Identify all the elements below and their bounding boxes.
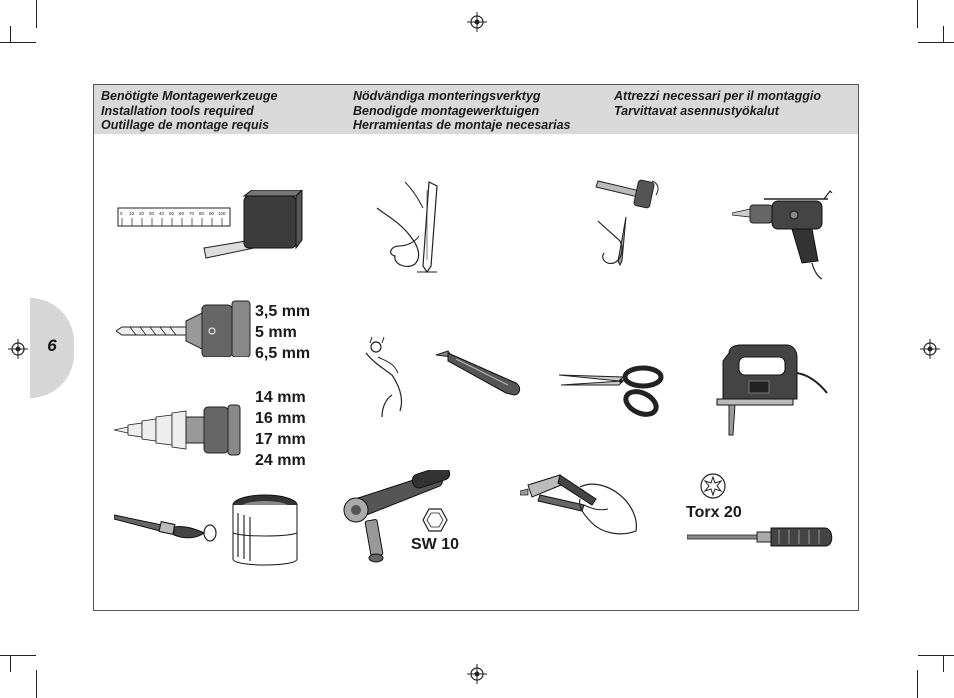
ratchet-icon bbox=[343, 470, 451, 563]
tape-tick: 0 bbox=[120, 211, 123, 216]
deburring-tool-icon bbox=[365, 336, 521, 418]
size-label: 16 mm bbox=[255, 410, 306, 427]
hex-nut-icon bbox=[422, 508, 448, 532]
crop-mark bbox=[917, 670, 918, 698]
hammer-nail-icon bbox=[595, 179, 659, 267]
size-label: 5 mm bbox=[255, 324, 297, 341]
header-line: Outillage de montage requis bbox=[101, 118, 270, 132]
torx-size-label: Torx 20 bbox=[686, 504, 742, 521]
header-line: Benötigte Montagewerkzeuge bbox=[101, 89, 278, 103]
header-line: Benodigde montagewerktuigen bbox=[353, 103, 540, 118]
size-label: 3,5 mm bbox=[255, 303, 311, 320]
tape-tick: 20 bbox=[139, 211, 145, 216]
tape-tick: 80 bbox=[199, 211, 205, 216]
drill-bit-sizes: 3,5 mm 5 mm 6,5 mm bbox=[255, 301, 310, 364]
crop-mark bbox=[943, 656, 944, 672]
page-number: 6 bbox=[47, 336, 57, 355]
header-line: Installation tools required bbox=[101, 103, 254, 118]
socket-size-label: SW 10 bbox=[411, 536, 460, 553]
registration-mark-icon bbox=[467, 664, 487, 684]
tape-tick: 40 bbox=[159, 211, 165, 216]
paint-can-icon bbox=[232, 494, 298, 566]
crop-mark bbox=[943, 26, 944, 42]
registration-mark-icon bbox=[920, 339, 940, 359]
crop-mark bbox=[36, 0, 37, 28]
header-band: Benötigte Montagewerkzeuge Installation … bbox=[94, 85, 858, 134]
tape-tick: 90 bbox=[209, 211, 215, 216]
page-number-tab: 6 bbox=[30, 298, 74, 398]
size-label: 24 mm bbox=[255, 452, 306, 469]
tools-panel: Benötigte Montagewerkzeuge Installation … bbox=[93, 84, 859, 611]
step-drill-icon bbox=[114, 404, 241, 456]
crop-mark bbox=[36, 670, 37, 698]
crop-mark bbox=[10, 26, 11, 42]
size-label: 6,5 mm bbox=[255, 345, 311, 362]
pencil-hand-icon bbox=[376, 181, 438, 274]
crop-mark bbox=[918, 42, 954, 43]
header-column-2: Nödvändiga monteringsverktyg Benodigde m… bbox=[353, 89, 570, 133]
tape-tick: 10 bbox=[129, 211, 135, 216]
torx-icon bbox=[700, 473, 726, 499]
tape-tick: 60 bbox=[179, 211, 185, 216]
crop-mark bbox=[917, 0, 918, 28]
scissors-icon bbox=[559, 365, 664, 417]
drill-bit-icon bbox=[116, 300, 251, 357]
tape-tick: 100 bbox=[218, 211, 226, 216]
header-line: Herramientas de montaje necesarias bbox=[353, 118, 571, 132]
step-drill-sizes: 14 mm 16 mm 17 mm 24 mm bbox=[255, 387, 306, 471]
jigsaw-icon bbox=[716, 344, 828, 436]
power-drill-icon bbox=[732, 190, 833, 280]
size-label: 14 mm bbox=[255, 389, 306, 406]
header-column-1: Benötigte Montagewerkzeuge Installation … bbox=[101, 89, 277, 133]
registration-mark-icon bbox=[467, 12, 487, 32]
header-line: Nödvändiga monteringsverktyg bbox=[353, 89, 541, 103]
crop-mark bbox=[0, 655, 36, 656]
tape-tick: 30 bbox=[149, 211, 155, 216]
header-line: Attrezzi necessari per il montaggio bbox=[614, 89, 821, 103]
crop-mark bbox=[10, 656, 11, 672]
size-label: 17 mm bbox=[255, 431, 306, 448]
crop-mark bbox=[918, 655, 954, 656]
header-line: Tarvittavat asennustyökalut bbox=[614, 103, 779, 118]
tape-measure-icon: 0 10 20 30 40 50 60 70 80 90 100 bbox=[117, 190, 303, 259]
tape-tick: 70 bbox=[189, 211, 195, 216]
crop-mark bbox=[0, 42, 36, 43]
header-column-3: Attrezzi necessari per il montaggio Tarv… bbox=[614, 89, 821, 118]
rivet-gun-icon bbox=[520, 474, 637, 535]
screwdriver-icon bbox=[687, 527, 833, 547]
registration-mark-icon bbox=[8, 339, 28, 359]
tape-tick: 50 bbox=[169, 211, 175, 216]
brush-icon bbox=[114, 514, 217, 542]
